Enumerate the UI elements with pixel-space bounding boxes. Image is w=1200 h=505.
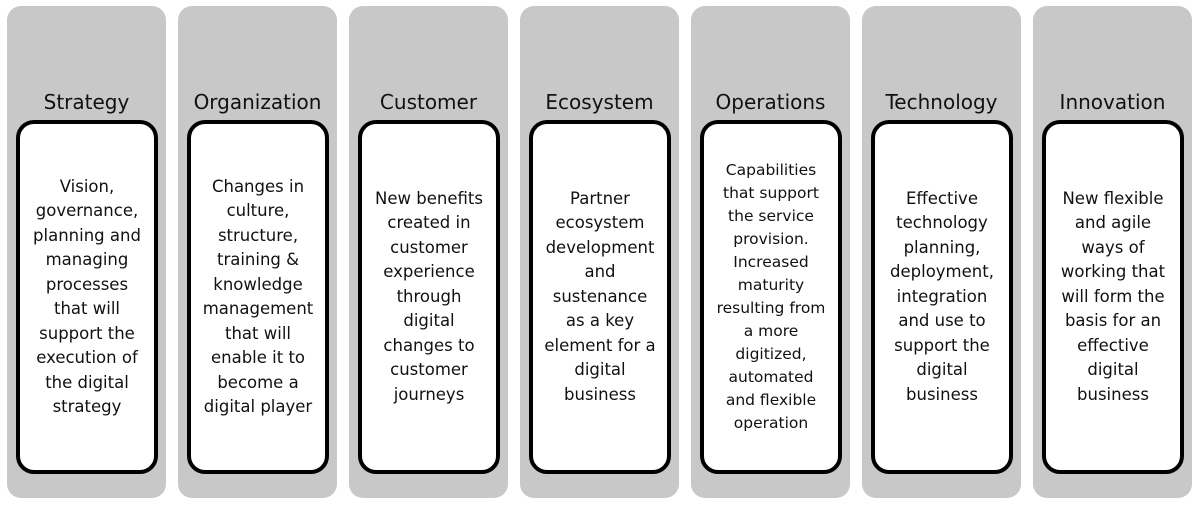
description-line: business [564,384,636,404]
description-line: the service [728,207,814,225]
description-line: customer [390,360,468,380]
column-innovation: Innovation New flexible and agile ways o… [1033,6,1192,498]
description-line: working that [1060,262,1166,282]
description-line: knowledge [213,274,303,294]
column-title: Customer [379,90,478,114]
description-line: New flexible [1062,188,1164,208]
description-line: Increased [733,253,809,271]
description-line: culture, [226,201,290,220]
description-line: digital player [203,397,313,416]
description-card: Effective technology planning, deploymen… [871,120,1013,474]
column-strategy: Strategy Vision, governance, planning an… [7,6,166,498]
column-ecosystem: Ecosystem Partner ecosystem development … [520,6,679,498]
description-line: and [584,262,616,282]
description-line: element for a [544,335,656,355]
description-line: a more [743,322,799,340]
description-line: ecosystem [555,213,645,233]
description-line: New benefits [375,188,483,208]
description-line: Capabilities [725,161,817,179]
description-text: New benefits created in customer experie… [373,187,485,408]
description-line: effective [1077,335,1149,355]
description-line: Changes in [211,176,305,196]
description-line: digitized, [735,345,807,363]
description-text: Capabilities that support the service pr… [715,159,828,435]
column-organization: Organization Changes in culture, structu… [178,6,337,498]
description-line: and use to [898,311,986,331]
description-line: journeys [393,384,465,404]
description-line: experience [383,262,475,282]
description-card: Partner ecosystem development and susten… [529,120,671,474]
description-line: business [906,384,978,404]
description-card: Capabilities that support the service pr… [700,120,842,474]
column-title: Strategy [43,90,130,114]
description-line: maturity [737,276,805,294]
description-line: through [396,286,462,306]
description-line: operation [733,414,809,432]
description-line: Vision, [59,176,115,196]
description-line: digital [916,360,968,380]
description-line: that will [53,299,120,318]
description-line: structure, [217,225,299,245]
description-line: resulting from [716,299,826,317]
description-line: basis for an [1064,311,1162,331]
description-line: enable it to [210,348,306,367]
description-line: Partner [570,188,630,208]
description-line: Effective [905,188,978,208]
description-card: New benefits created in customer experie… [358,120,500,474]
description-line: will form the [1061,286,1165,306]
description-card: Vision, governance, planning and managin… [16,120,158,474]
description-line: technology [896,213,988,233]
description-text: Partner ecosystem development and susten… [542,187,657,408]
description-line: business [1077,384,1149,404]
description-card: Changes in culture, structure, training … [187,120,329,474]
description-line: as a key [565,311,635,331]
column-title: Innovation [1059,90,1166,114]
description-line: planning, [903,237,981,257]
column-title: Organization [193,90,322,114]
description-line: development [545,237,655,257]
description-line: changes to [383,335,475,355]
description-line: customer [390,237,468,257]
description-line: become a [217,372,299,392]
description-card: New flexible and agile ways of working t… [1042,120,1184,474]
description-line: training & [216,250,300,269]
description-line: digital [403,311,455,331]
description-line: that support [723,184,819,202]
description-text: Vision, governance, planning and managin… [31,175,143,420]
description-text: Effective technology planning, deploymen… [888,187,996,408]
description-line: digital [1087,360,1139,380]
description-line: provision. [733,230,809,248]
description-line: sustenance [552,286,648,306]
description-line: ways of [1081,237,1145,257]
description-line: deployment, [890,262,994,282]
description-line: support the [894,335,990,355]
description-line: planning and [33,225,141,245]
description-line: and flexible [725,391,817,409]
column-title: Technology [885,90,998,114]
description-text: New flexible and agile ways of working t… [1059,187,1167,408]
description-line: execution of [36,348,138,367]
column-operations: Operations Capabilities that support the… [691,6,850,498]
description-line: and agile [1074,213,1152,233]
description-line: created in [387,213,471,233]
description-line: digital [574,360,626,380]
description-line: support the [39,323,135,343]
description-line: strategy [52,397,122,416]
description-line: managing [45,250,129,269]
column-technology: Technology Effective technology planning… [862,6,1021,498]
description-line: processes [45,274,129,294]
column-title: Operations [715,90,826,114]
description-line: that will [225,323,291,343]
description-line: the digital [45,372,129,392]
description-line: automated [728,368,814,386]
column-customer: Customer New benefits created in custome… [349,6,508,498]
description-line: governance, [35,201,139,220]
description-line: management [202,299,314,318]
column-title: Ecosystem [545,90,654,114]
description-line: integration [896,286,988,306]
description-text: Changes in culture, structure, training … [201,175,316,420]
